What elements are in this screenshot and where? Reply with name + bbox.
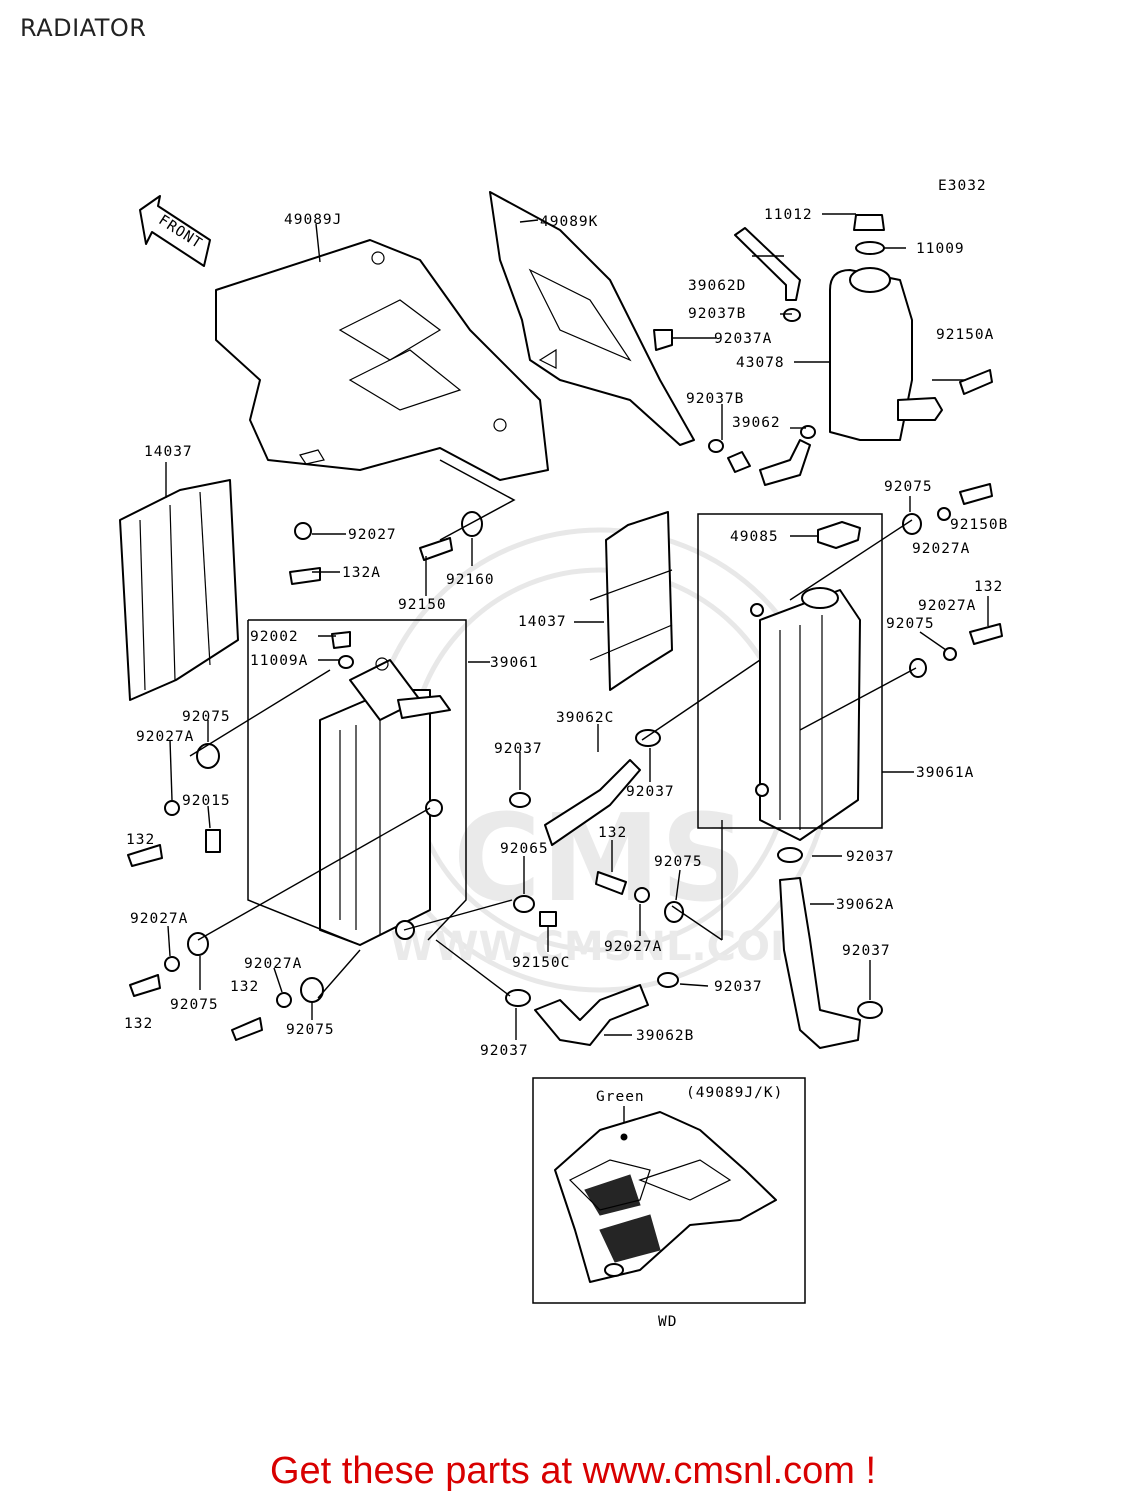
label-92150B: 92150B bbox=[950, 517, 1008, 533]
label-39061A: 39061A bbox=[916, 765, 974, 781]
label-92037-b: 92037 bbox=[480, 1043, 529, 1059]
label-92027A-bm: 92027A bbox=[244, 956, 302, 972]
label-39062: 39062 bbox=[732, 415, 781, 431]
label-39062B: 39062B bbox=[636, 1028, 694, 1044]
radiator-left-39061 bbox=[319, 657, 451, 946]
label-92075-l: 92075 bbox=[182, 709, 231, 725]
group-frame-right bbox=[697, 513, 883, 829]
label-92037-m1: 92037 bbox=[494, 741, 543, 757]
reservoir-tank-43078 bbox=[829, 214, 943, 441]
label-39061: 39061 bbox=[490, 655, 539, 671]
label-92075-m: 92075 bbox=[654, 854, 703, 870]
label-39062D: 39062D bbox=[688, 278, 746, 294]
label-14037-mid: 14037 bbox=[518, 614, 567, 630]
hose-39062C bbox=[544, 759, 641, 846]
group-frame-left bbox=[247, 619, 467, 946]
label-92037B-1: 92037B bbox=[688, 306, 746, 322]
label-92027: 92027 bbox=[348, 527, 397, 543]
label-14037-left: 14037 bbox=[144, 444, 193, 460]
label-92027A-l: 92027A bbox=[136, 729, 194, 745]
label-92037B-2: 92037B bbox=[686, 391, 744, 407]
inset-caption: WD bbox=[658, 1314, 677, 1330]
label-92037-r: 92037 bbox=[846, 849, 895, 865]
label-92037-b2: 92037 bbox=[714, 979, 763, 995]
label-132-tr: 132 bbox=[974, 579, 1003, 595]
label-49089K: 49089K bbox=[540, 214, 598, 230]
label-92075-r2: 92075 bbox=[886, 616, 935, 632]
hose-39062 bbox=[759, 439, 811, 486]
diagram-code: E3032 bbox=[938, 178, 987, 194]
label-92027A-bl: 92027A bbox=[130, 911, 188, 927]
label-132-bl: 132 bbox=[124, 1016, 153, 1032]
label-92027A-tr: 92027A bbox=[912, 541, 970, 557]
label-49089J: 49089J bbox=[284, 212, 342, 228]
cushion-49085 bbox=[817, 521, 861, 549]
label-92037-m2: 92037 bbox=[626, 784, 675, 800]
label-92037-br: 92037 bbox=[842, 943, 891, 959]
label-11009: 11009 bbox=[916, 241, 965, 257]
label-92075-tr: 92075 bbox=[884, 479, 933, 495]
label-92027A-r2: 92027A bbox=[918, 598, 976, 614]
label-132-m: 132 bbox=[598, 825, 627, 841]
left-shroud-49089J bbox=[215, 239, 549, 481]
inset-title: (49089J/K) bbox=[686, 1085, 783, 1101]
label-132-l: 132 bbox=[126, 832, 155, 848]
label-92027A-m: 92027A bbox=[604, 939, 662, 955]
label-132-bm: 132 bbox=[230, 979, 259, 995]
label-43078: 43078 bbox=[736, 355, 785, 371]
label-49085: 49085 bbox=[730, 529, 779, 545]
radiator-parts-diagram: CMS WWW.CMSNL.COM FRONT E3032 bbox=[119, 178, 1008, 1330]
label-92150C: 92150C bbox=[512, 955, 570, 971]
inset-box: (49089J/K) Green WD bbox=[532, 1077, 806, 1330]
label-92150A: 92150A bbox=[936, 327, 994, 343]
label-92015: 92015 bbox=[182, 793, 231, 809]
label-92075-bm: 92075 bbox=[286, 1022, 335, 1038]
label-92160: 92160 bbox=[446, 572, 495, 588]
inset-color-note: Green bbox=[596, 1089, 645, 1105]
radiator-guard-mid-14037 bbox=[589, 511, 673, 691]
front-arrow-icon: FRONT bbox=[139, 195, 211, 267]
right-shroud-49089K bbox=[489, 191, 695, 446]
radiator-right-39061A bbox=[750, 587, 861, 841]
hose-39062D bbox=[734, 227, 801, 301]
label-132A: 132A bbox=[342, 565, 381, 581]
label-92037A: 92037A bbox=[714, 331, 772, 347]
label-92075-bl: 92075 bbox=[170, 997, 219, 1013]
hose-39062A bbox=[779, 877, 861, 1049]
label-39062C: 39062C bbox=[556, 710, 614, 726]
promo-link[interactable]: Get these parts at www.cmsnl.com ! bbox=[269, 1450, 877, 1492]
label-92065: 92065 bbox=[500, 841, 549, 857]
label-92150: 92150 bbox=[398, 597, 447, 613]
label-11012: 11012 bbox=[764, 207, 813, 223]
leader-lines bbox=[165, 213, 989, 1040]
part-labels: 49089J 49089K 11012 11009 39062D 92037B … bbox=[124, 207, 1008, 1059]
hose-39062B bbox=[534, 984, 649, 1046]
label-11009A: 11009A bbox=[250, 653, 308, 669]
page-title: RADIATOR bbox=[20, 14, 147, 42]
radiator-guard-left-14037 bbox=[119, 479, 239, 701]
watermark-url: WWW.CMSNL.COM bbox=[390, 924, 810, 970]
label-39062A: 39062A bbox=[836, 897, 894, 913]
label-92002: 92002 bbox=[250, 629, 299, 645]
